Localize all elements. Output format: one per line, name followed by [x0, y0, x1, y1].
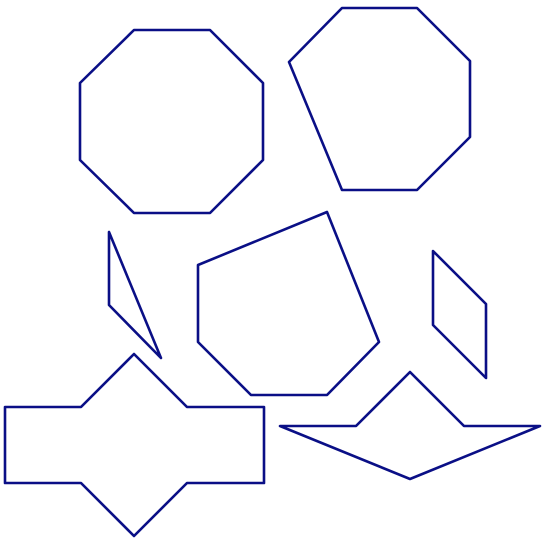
- irregular-heptagon: [287, 6, 472, 192]
- parallelogram: [431, 249, 488, 380]
- cross-shape: [3, 352, 266, 538]
- irregular-hexagon: [196, 210, 381, 397]
- thin-triangle: [107, 230, 163, 360]
- concave-boat-shape: [278, 370, 542, 481]
- regular-octagon: [78, 28, 265, 215]
